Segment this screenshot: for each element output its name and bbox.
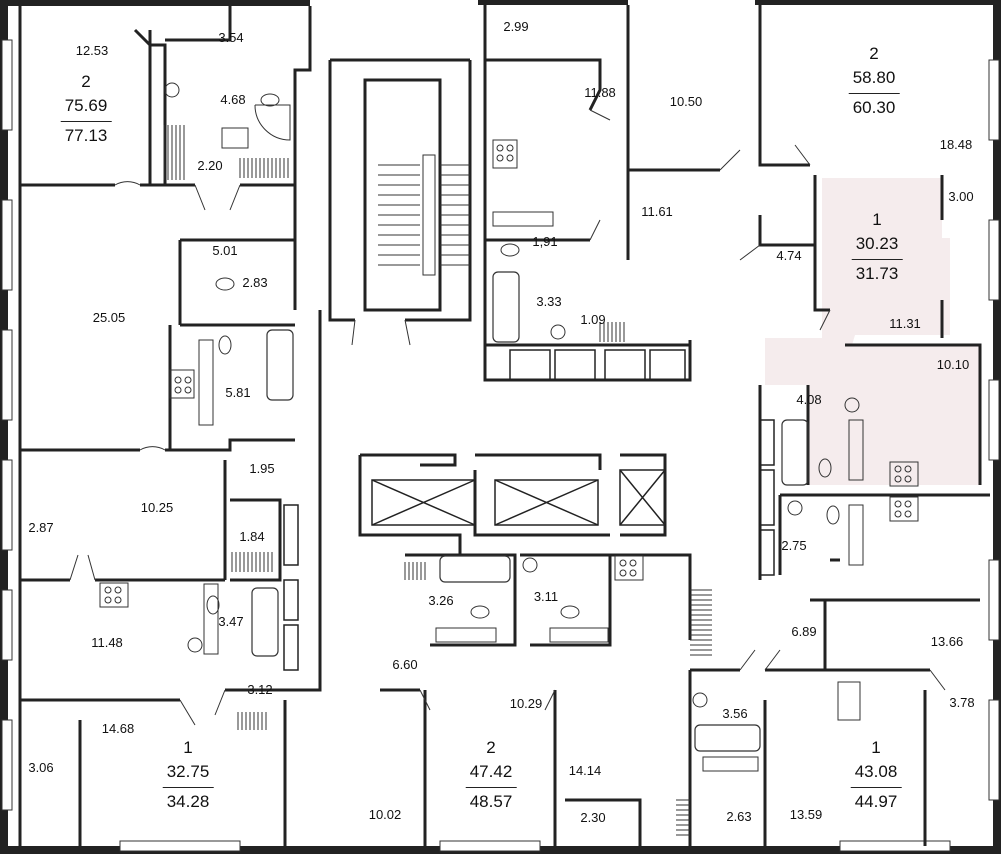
room-area: 25.05	[92, 310, 126, 325]
room-area: 13.66	[930, 634, 964, 649]
room-area: 3.54	[218, 30, 244, 45]
apartment-total-area: 44.97	[854, 792, 898, 811]
room-area: 4.74	[776, 248, 802, 263]
room-area: 10.10	[936, 357, 970, 372]
apartment-total-area: 48.57	[469, 792, 513, 811]
room-area: 11.31	[889, 316, 921, 331]
apartment-label: 1 43.08 44.97	[850, 738, 902, 812]
apartment-rooms: 1	[871, 738, 881, 757]
radiators	[163, 125, 712, 836]
room-area: 3.26	[428, 593, 454, 608]
windows	[1, 39, 1000, 852]
room-area: 14.68	[101, 721, 135, 736]
room-area: 4.08	[796, 392, 822, 407]
room-area: 3.47	[218, 614, 244, 629]
room-area: 1,91	[532, 234, 558, 249]
stair-treads	[378, 154, 470, 276]
room-area: 3.12	[247, 682, 273, 697]
room-area: 3.33	[536, 294, 562, 309]
apartment-living-area: 75.69	[60, 94, 112, 122]
room-area: 11.61	[641, 204, 673, 219]
apartment-label: 2 58.80 60.30	[848, 44, 900, 118]
door-swings	[69, 109, 946, 726]
apartment-living-area: 30.23	[851, 232, 903, 260]
kitchen-fixtures	[99, 139, 919, 772]
room-area: 14.14	[568, 763, 602, 778]
room-area: 1.95	[249, 461, 275, 476]
room-area: 3.11	[533, 589, 559, 604]
apartment-rooms: 2	[486, 738, 496, 757]
apartment-label: 2 47.42 48.57	[465, 738, 517, 812]
apartment-living-area: 32.75	[162, 760, 214, 788]
apartment-rooms: 2	[869, 44, 879, 63]
room-area: 12.53	[75, 43, 109, 58]
apartment-rooms: 1	[872, 210, 882, 229]
apartment-living-area: 47.42	[465, 760, 517, 788]
room-area: 18.48	[939, 137, 973, 152]
interior-walls	[18, 5, 990, 846]
room-area: 2.63	[726, 809, 752, 824]
room-area: 13.59	[789, 807, 823, 822]
room-area: 10.25	[140, 500, 174, 515]
room-area: 5.01	[212, 243, 238, 258]
room-area: 1.09	[580, 312, 606, 327]
sanitary-fixtures	[164, 82, 860, 708]
room-area: 6.89	[791, 624, 817, 639]
apartment-total-area: 77.13	[64, 126, 108, 145]
apartment-total-area: 34.28	[166, 792, 210, 811]
apartment-living-area: 43.08	[850, 760, 902, 788]
highlighted-apartment-fill	[765, 178, 980, 485]
room-area: 2.87	[28, 520, 54, 535]
apartment-label: 1 32.75 34.28	[162, 738, 214, 812]
apartment-total-area: 60.30	[852, 98, 896, 117]
room-area: 5.81	[225, 385, 251, 400]
apartment-rooms: 2	[81, 72, 91, 91]
apartment-label: 1 30.23 31.73	[851, 210, 903, 284]
elevator-shafts	[371, 469, 666, 526]
room-area: 3.78	[949, 695, 975, 710]
room-area: 2.75	[781, 538, 807, 553]
room-area: 11.88	[584, 85, 616, 100]
apartment-rooms: 1	[183, 738, 193, 757]
storage-blocks	[283, 349, 775, 671]
room-area: 10.29	[509, 696, 543, 711]
room-area: 1.84	[239, 529, 265, 544]
room-area: 10.50	[669, 94, 703, 109]
apartment-label: 2 75.69 77.13	[60, 72, 112, 146]
room-area: 2.30	[580, 810, 606, 825]
bathtubs	[251, 271, 809, 752]
room-area: 11.48	[91, 635, 123, 650]
room-area: 3.06	[28, 760, 54, 775]
room-area: 2.99	[503, 19, 529, 34]
room-area: 4.68	[220, 92, 246, 107]
room-area: 2.83	[242, 275, 268, 290]
room-area: 3.56	[722, 706, 748, 721]
apartment-living-area: 58.80	[848, 66, 900, 94]
room-area: 10.02	[368, 807, 402, 822]
apartment-total-area: 31.73	[855, 264, 899, 283]
room-area: 3.00	[948, 189, 974, 204]
room-area: 2.20	[197, 158, 223, 173]
room-area: 6.60	[392, 657, 418, 672]
